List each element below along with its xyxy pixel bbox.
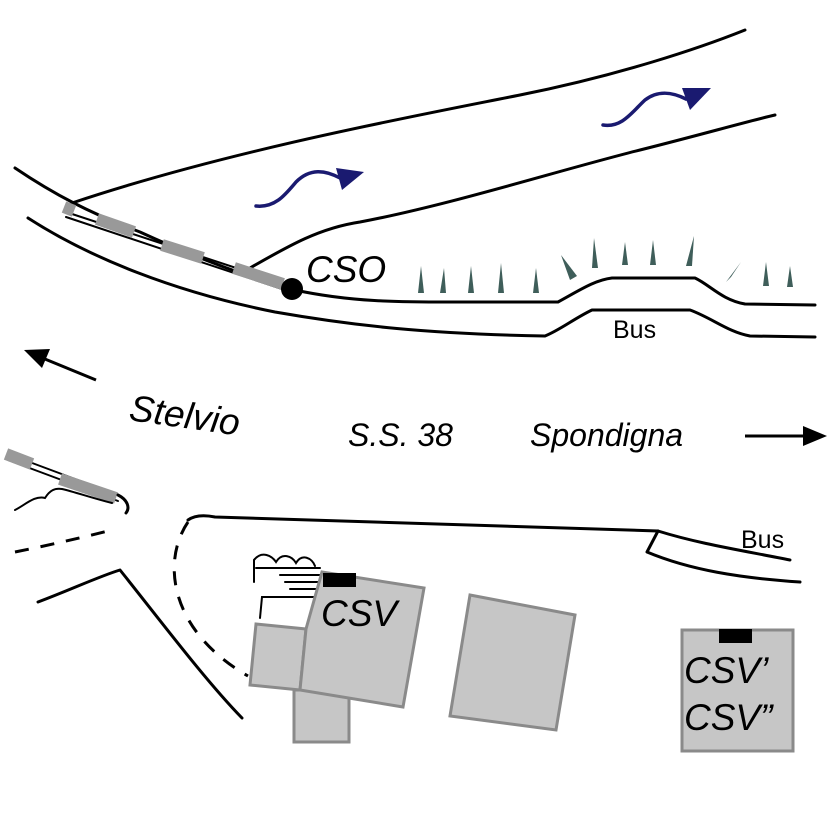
camera-marker-icon <box>323 573 356 587</box>
camera-marker-icon <box>719 629 752 643</box>
csv-double-prime-label: CSV” <box>684 697 774 738</box>
river-bank-upper <box>70 28 747 205</box>
road-name-label: S.S. 38 <box>348 417 453 453</box>
cso-label: CSO <box>306 249 386 290</box>
tree-row <box>418 236 793 293</box>
tree-icon <box>787 266 793 287</box>
road-lower-left-dashed <box>14 528 113 554</box>
road-lower-edge <box>186 514 792 562</box>
tree-icon <box>468 266 474 293</box>
building-csv-prime <box>680 628 795 753</box>
tree-icon <box>592 238 598 268</box>
river-bank-lower <box>248 113 777 270</box>
spondigna-label: Spondigna <box>530 417 683 453</box>
building-csv <box>298 570 426 709</box>
building-annex-left <box>248 622 308 692</box>
csv-prime-label: CSV’ <box>684 650 769 691</box>
bus-bay-lower <box>645 529 802 584</box>
tree-icon <box>418 266 424 293</box>
wall-segments-left <box>3 448 130 515</box>
wall-segments-upper <box>61 201 289 292</box>
road-upper-inner-edge <box>26 216 817 339</box>
direction-arrow-icon <box>24 349 97 382</box>
tree-icon <box>686 236 694 266</box>
tree-icon <box>440 268 446 293</box>
csv-label: CSV <box>321 593 400 634</box>
direction-arrow-icon <box>745 426 827 446</box>
road-upper-outer-edge <box>13 166 817 307</box>
flow-arrow-icon <box>254 168 364 208</box>
tree-icon <box>533 268 539 293</box>
building-center <box>448 593 577 732</box>
fence-csv <box>253 553 321 619</box>
stelvio-label: Stelvio <box>127 387 243 443</box>
flow-arrow-icon <box>601 88 711 128</box>
bus-stop-label-bottom: Bus <box>741 526 784 554</box>
tree-icon <box>622 242 628 265</box>
road-lower-left-edge <box>36 568 244 720</box>
tree-icon <box>763 262 769 286</box>
bus-stop-label-top: Bus <box>613 316 656 344</box>
tree-icon <box>498 263 504 293</box>
tree-icon <box>561 255 577 280</box>
tree-icon <box>650 240 656 265</box>
tree-icon <box>726 262 741 282</box>
cso-marker-icon <box>281 278 303 300</box>
